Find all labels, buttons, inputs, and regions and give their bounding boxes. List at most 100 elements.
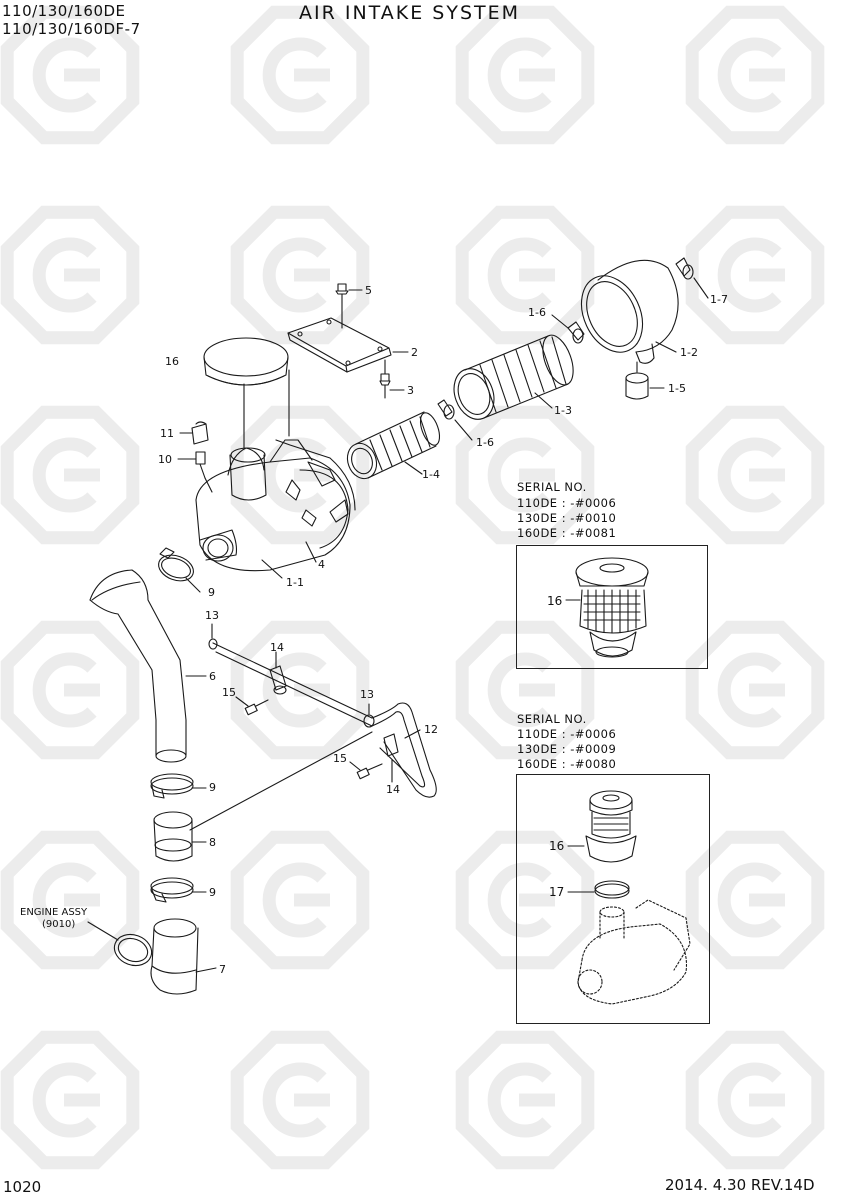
callout-12: 12 xyxy=(424,723,438,736)
mounting-bracket-2 xyxy=(287,317,392,373)
leader-line xyxy=(87,921,119,941)
inset-2-serial: 110DE : -#0006 xyxy=(517,727,617,741)
inset-2-serial: 130DE : -#0009 xyxy=(517,742,617,756)
watermark-logo-icon xyxy=(0,5,140,145)
watermark-logo-icon xyxy=(230,405,370,545)
watermark-logo-icon xyxy=(685,405,825,545)
leader-line xyxy=(454,419,473,441)
hose-clamp-9-middle xyxy=(150,773,194,799)
watermark-logo-icon xyxy=(685,5,825,145)
callout-14-lower: 14 xyxy=(386,783,400,796)
callout-2: 2 xyxy=(411,346,418,359)
model-line-1: 110/130/160DE xyxy=(2,2,126,20)
callout-8: 8 xyxy=(209,836,216,849)
callout-10: 10 xyxy=(158,453,172,466)
leader-line xyxy=(195,967,217,973)
leader-line xyxy=(404,461,423,475)
watermark-logo-icon xyxy=(0,620,140,760)
watermark-logo-icon xyxy=(455,205,595,345)
watermark-logo-icon xyxy=(0,1030,140,1170)
leader-line xyxy=(404,729,421,739)
engine-assy-ref: (9010) xyxy=(42,919,76,930)
rubber-connector-8 xyxy=(153,811,193,862)
bolt-15-upper xyxy=(244,699,269,716)
leader-line xyxy=(235,696,249,707)
leader-line xyxy=(655,341,677,353)
callout-1-6-upper: 1-6 xyxy=(528,306,546,319)
callout-16: 16 xyxy=(165,355,179,368)
pipe-clamp-14-lower xyxy=(383,733,399,757)
watermark-logo-icon xyxy=(0,830,140,970)
page-title: AIR INTAKE SYSTEM xyxy=(299,2,521,24)
callout-14-upper: 14 xyxy=(270,641,284,654)
callout-11: 11 xyxy=(160,427,174,440)
wing-nut-1-6-upper xyxy=(567,321,585,344)
inset-1-heading: SERIAL NO. xyxy=(517,480,587,494)
callout-13-upper: 13 xyxy=(205,609,219,622)
bolt-15-lower xyxy=(356,763,383,780)
inset-1-serial: 110DE : -#0006 xyxy=(517,496,617,510)
inset-2-callout-16: 16 xyxy=(549,839,565,853)
leader-line xyxy=(349,761,361,771)
leader-line xyxy=(551,314,569,329)
leader-line xyxy=(185,577,201,593)
callout-1-4: 1-4 xyxy=(422,468,440,481)
inset-1-serial: 130DE : -#0010 xyxy=(517,511,617,525)
watermark-logo-icon xyxy=(0,405,140,545)
air-cleaner-cover-1-2 xyxy=(580,259,679,364)
leader-line xyxy=(189,731,373,831)
watermark-logo-icon xyxy=(455,1030,595,1170)
air-cleaner-cap-16 xyxy=(203,337,289,386)
watermark-logo-icon xyxy=(455,620,595,760)
intake-elbow-7 xyxy=(150,918,199,995)
watermark-logo-icon xyxy=(0,205,140,345)
wing-nut-1-6-lower xyxy=(437,399,455,420)
watermark-logo-icon xyxy=(685,1030,825,1170)
callout-1-6-lower: 1-6 xyxy=(476,436,494,449)
bolt-3 xyxy=(379,373,391,399)
leader-line xyxy=(693,277,709,299)
inset-2-heading: SERIAL NO. xyxy=(517,712,587,726)
hose-clip-13 xyxy=(363,714,375,728)
callout-15-lower: 15 xyxy=(333,752,347,765)
callout-13-lower: 13 xyxy=(360,688,374,701)
watermark-logo-icon xyxy=(685,830,825,970)
inset-2-air-cleaner xyxy=(577,790,691,1005)
callout-9-middle: 9 xyxy=(209,781,216,794)
watermark-logo-icon xyxy=(685,205,825,345)
primary-filter-element-1-3 xyxy=(453,334,574,420)
safety-filter-element-1-4 xyxy=(346,411,441,480)
air-cleaner-body-1-1 xyxy=(195,439,356,572)
inset-box-2 xyxy=(516,774,710,1024)
callout-9-lower: 9 xyxy=(209,886,216,899)
inset-1-callout-16: 16 xyxy=(547,594,563,608)
watermark-logo-icon xyxy=(455,5,595,145)
watermark-logo-icon xyxy=(230,205,370,345)
inset-2-callout-17: 17 xyxy=(549,885,565,899)
callout-1-2: 1-2 xyxy=(680,346,698,359)
vacuum-line-assembly xyxy=(208,638,437,798)
watermark-logo-icon xyxy=(230,830,370,970)
callout-1-1: 1-1 xyxy=(286,576,304,589)
page-number: 1020 xyxy=(3,1178,42,1196)
callout-3: 3 xyxy=(407,384,414,397)
callout-6: 6 xyxy=(209,670,216,683)
inset-box-1 xyxy=(516,545,708,669)
intake-hose-6 xyxy=(89,569,187,763)
callout-7: 7 xyxy=(219,963,226,976)
inset-2-serial: 160DE : -#0080 xyxy=(517,757,617,771)
watermark-logo-icon xyxy=(685,620,825,760)
leader-line xyxy=(261,559,283,579)
inset-1-air-cleaner xyxy=(575,557,649,658)
wing-nut-1-7 xyxy=(675,257,694,280)
pipe-clamp-14-upper xyxy=(269,665,287,695)
sensor-11 xyxy=(191,421,209,445)
revision-date: 2014. 4.30 REV.14D xyxy=(665,1176,815,1194)
watermark-logo-icon xyxy=(230,5,370,145)
engine-side-clamp xyxy=(113,933,153,967)
callout-9-top: 9 xyxy=(208,586,215,599)
watermark-logo-icon xyxy=(455,405,595,545)
